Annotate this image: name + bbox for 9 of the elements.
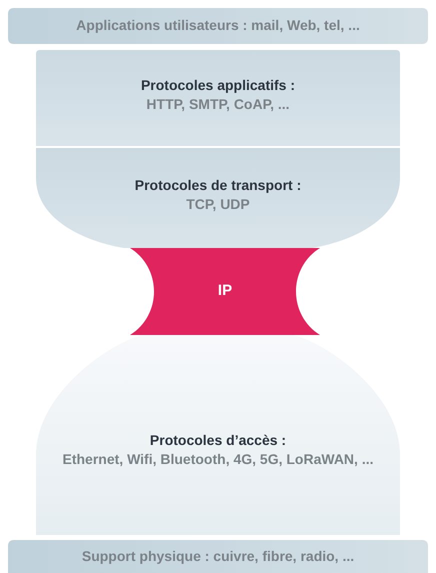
layer-title: Protocoles applicatifs : (140, 76, 296, 95)
layer-label: Support physique : cuivre, fibre, radio, ... (82, 547, 354, 566)
layer-examples: HTTP, SMTP, CoAP, ... (146, 95, 290, 114)
layer-label: Applications utilisateurs : mail, Web, tel, ... (76, 16, 360, 35)
layer-title: Protocoles d’accès : (150, 431, 286, 450)
layer-examples: TCP, UDP (186, 195, 250, 214)
layer-examples: Ethernet, Wifi, Bluetooth, 4G, 5G, LoRaWAN, ... (62, 450, 374, 469)
layer-title: Protocoles de transport : (134, 176, 302, 195)
layer-label: IP (218, 281, 232, 300)
